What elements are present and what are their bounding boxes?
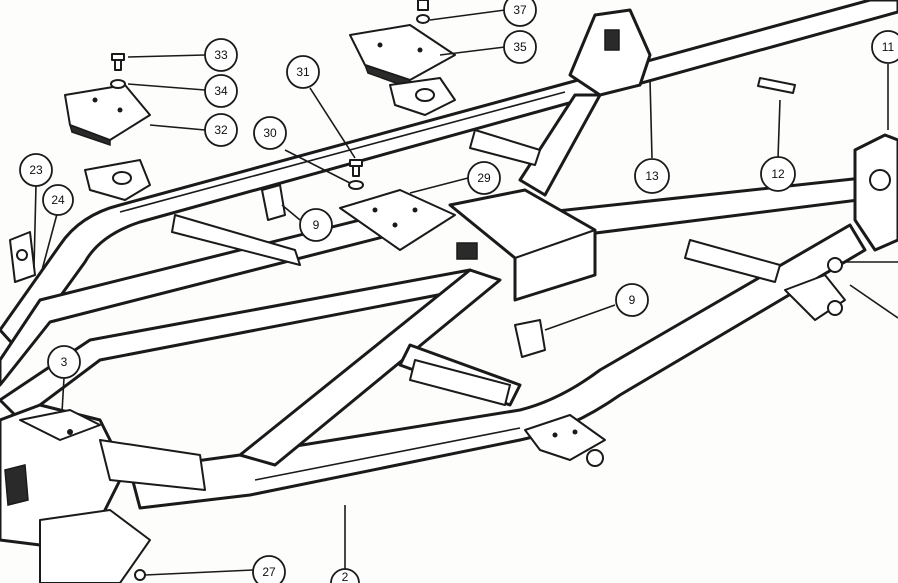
rear-spring-tower (568, 8, 652, 97)
callout-3: 3 (47, 345, 81, 379)
callout-37: 37 (503, 0, 537, 27)
tower-slot (604, 29, 620, 51)
svg-text:24: 24 (51, 193, 65, 207)
cross-tube-2 (469, 129, 541, 166)
outrigger-bracket-front (524, 414, 606, 461)
bracket-9-lower (514, 319, 546, 358)
washer-37 (416, 14, 430, 24)
front-suspension-tower (853, 133, 898, 252)
svg-text:23: 23 (29, 163, 43, 177)
callout-34: 34 (204, 74, 238, 108)
front-axle-housing (0, 403, 127, 547)
callout-13: 13 (634, 158, 670, 194)
cross-tube-1 (171, 214, 301, 266)
svg-text:11: 11 (882, 40, 895, 54)
svg-text:37: 37 (513, 3, 527, 17)
svg-text:30: 30 (263, 126, 277, 140)
washer-30 (348, 180, 364, 190)
callout-31: 31 (286, 55, 320, 89)
callout-2: 2 (330, 568, 360, 583)
callout-27: 27 (252, 555, 286, 583)
nut-right (827, 257, 843, 273)
svg-text:27: 27 (262, 565, 276, 579)
svg-text:35: 35 (513, 40, 527, 54)
svg-text:2: 2 (342, 570, 349, 583)
callout-33: 33 (204, 38, 238, 72)
svg-text:34: 34 (214, 84, 228, 98)
washer-34 (110, 79, 126, 89)
cross-tube-4 (409, 359, 511, 406)
callout-11: 11 (871, 30, 898, 64)
svg-text:33: 33 (214, 48, 228, 62)
bolt-top (417, 0, 429, 11)
callout-9-lower: 9 (615, 283, 649, 317)
svg-text:9: 9 (629, 293, 636, 307)
callout-35: 35 (503, 30, 537, 64)
callout-29: 29 (467, 161, 501, 195)
front-axle-arm (99, 439, 206, 491)
callout-12: 12 (760, 156, 796, 192)
callout-23: 23 (19, 153, 53, 187)
lower-mount (39, 509, 151, 583)
svg-text:3: 3 (61, 355, 68, 369)
bracket-9-upper (261, 184, 286, 221)
bolt-33 (111, 53, 125, 71)
svg-text:12: 12 (771, 167, 785, 181)
callout-32: 32 (204, 113, 238, 147)
svg-text:31: 31 (296, 65, 310, 79)
callout-24: 24 (42, 184, 74, 216)
svg-text:9: 9 (313, 218, 320, 232)
svg-text:13: 13 (645, 169, 659, 183)
mounting-block-35 (349, 24, 456, 81)
mounting-plate-29 (339, 189, 456, 251)
callout-30: 30 (253, 116, 287, 150)
upper-side-rail (0, 0, 898, 354)
svg-text:29: 29 (477, 171, 491, 185)
x-member-left (238, 268, 502, 467)
box-opening (456, 242, 478, 260)
bolt-31 (349, 159, 363, 177)
callout-9-upper: 9 (299, 208, 333, 242)
cross-tube-3 (684, 239, 781, 283)
nut-27 (134, 569, 146, 581)
locating-pin-12 (757, 77, 796, 94)
svg-text:32: 32 (214, 123, 228, 137)
